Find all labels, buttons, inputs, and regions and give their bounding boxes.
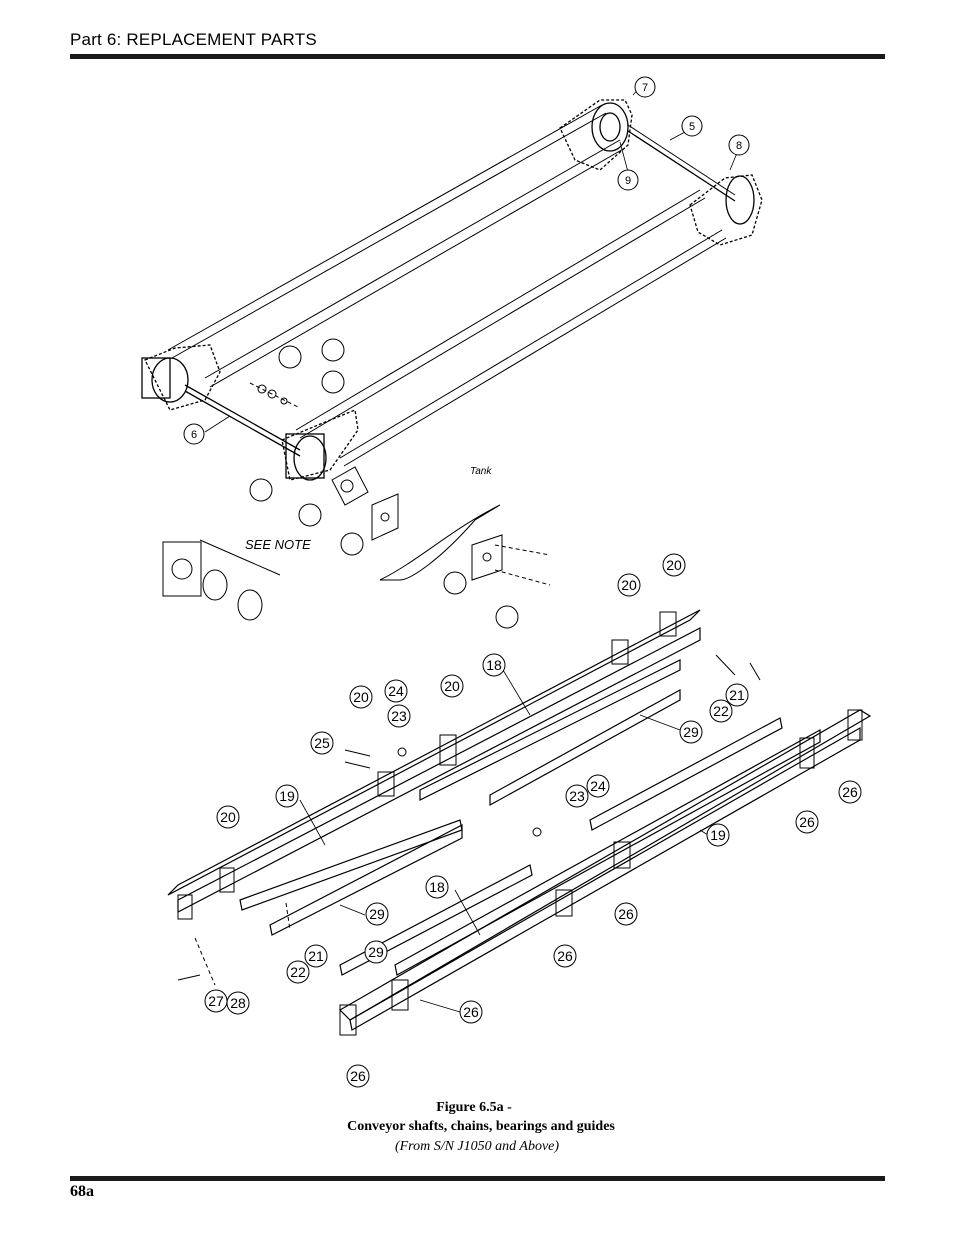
callout-number: 7 xyxy=(642,82,648,94)
callout-circle xyxy=(725,683,749,707)
callout-circle xyxy=(706,823,730,847)
callout-circle xyxy=(226,991,250,1015)
callout-number: 29 xyxy=(683,724,699,740)
callout-number: 21 xyxy=(729,687,745,703)
callout-circle xyxy=(795,810,819,834)
callout-number: 18 xyxy=(429,879,445,895)
callout-number: 22 xyxy=(290,964,306,980)
callout-number: 6 xyxy=(191,429,197,441)
callout-circle xyxy=(275,784,299,808)
callout-circle xyxy=(216,805,240,829)
callout-number: 21 xyxy=(308,948,324,964)
callout-number: 8 xyxy=(736,140,742,152)
callout-circle xyxy=(304,944,328,968)
callout-circle xyxy=(728,134,750,156)
callout-number: 25 xyxy=(314,735,330,751)
mounting-brackets xyxy=(177,611,863,1036)
callout-circle xyxy=(384,679,408,703)
callout-circle xyxy=(349,685,373,709)
callout-circle xyxy=(387,704,411,728)
callout-circle xyxy=(286,960,310,984)
chain-runs-upper xyxy=(167,104,727,467)
callout-circle xyxy=(459,1000,483,1024)
callout-circle xyxy=(553,944,577,968)
callout-circle xyxy=(364,940,388,964)
callout-number: 19 xyxy=(279,788,295,804)
callout-number: 20 xyxy=(220,809,236,825)
callout-number: 26 xyxy=(618,906,634,922)
callout-number: 26 xyxy=(350,1068,366,1084)
sprocket-bottom-left xyxy=(281,409,359,481)
callout-number: 22 xyxy=(713,703,729,719)
callout-number: 26 xyxy=(557,948,573,964)
callout-number: 20 xyxy=(666,557,682,573)
sprocket-left xyxy=(141,344,301,457)
callout-circle xyxy=(709,699,733,723)
callout-circle xyxy=(617,573,641,597)
page-header-title: Part 6: REPLACEMENT PARTS xyxy=(70,30,317,49)
fasteners xyxy=(177,654,761,986)
callout-number: 24 xyxy=(590,778,606,794)
callout-number: 20 xyxy=(353,689,369,705)
page-number: 68a xyxy=(70,1183,94,1200)
callout-number: 27 xyxy=(208,993,224,1009)
callout-leaders xyxy=(204,86,738,1013)
bearing-plates xyxy=(331,466,551,586)
callout-circle xyxy=(346,1064,370,1088)
callout-number: 9 xyxy=(625,175,631,187)
small-hardware xyxy=(249,382,301,409)
header-rule xyxy=(70,54,885,59)
sprocket-top-right xyxy=(559,99,736,202)
callout-number: 5 xyxy=(689,121,695,133)
figure-caption-serial: (From S/N J1050 and Above) xyxy=(394,1139,560,1154)
callout-circle xyxy=(617,169,639,191)
callout-circle xyxy=(183,423,205,445)
tank-label: Tank xyxy=(470,466,492,477)
callout-number: 29 xyxy=(368,944,384,960)
callout-circle xyxy=(565,784,589,808)
callout-number: 23 xyxy=(569,788,585,804)
figure-caption-title: Figure 6.5a - xyxy=(436,1100,512,1115)
callout-circle xyxy=(365,902,389,926)
callout-circle xyxy=(310,731,334,755)
callout-circle xyxy=(681,115,703,137)
blank-callout-circles xyxy=(249,338,519,629)
figure-caption-subtitle: Conveyor shafts, chains, bearings and gu… xyxy=(347,1119,615,1134)
callout-circle xyxy=(425,875,449,899)
callout-circle xyxy=(614,902,638,926)
see-note-label: SEE NOTE xyxy=(245,537,311,552)
callout-circle xyxy=(440,674,464,698)
callout-circle xyxy=(679,720,703,744)
callout-number: 23 xyxy=(391,708,407,724)
callout-circle xyxy=(482,653,506,677)
callout-number: 26 xyxy=(463,1004,479,1020)
callout-number: 26 xyxy=(799,814,815,830)
callout-number: 20 xyxy=(444,678,460,694)
callout-number: 26 xyxy=(842,784,858,800)
callout-number: 20 xyxy=(621,577,637,593)
callout-circle xyxy=(634,76,656,98)
callout-number: 29 xyxy=(369,906,385,922)
footer-rule xyxy=(70,1176,885,1181)
sprocket-right xyxy=(689,174,763,246)
callout-number: 18 xyxy=(486,657,502,673)
see-note-inset xyxy=(162,539,281,621)
callout-circle xyxy=(662,553,686,577)
callout-number: 28 xyxy=(230,995,246,1011)
callout-circle xyxy=(838,780,862,804)
callout-circle xyxy=(586,774,610,798)
callout-number: 19 xyxy=(710,827,726,843)
callout-number: 24 xyxy=(388,683,404,699)
